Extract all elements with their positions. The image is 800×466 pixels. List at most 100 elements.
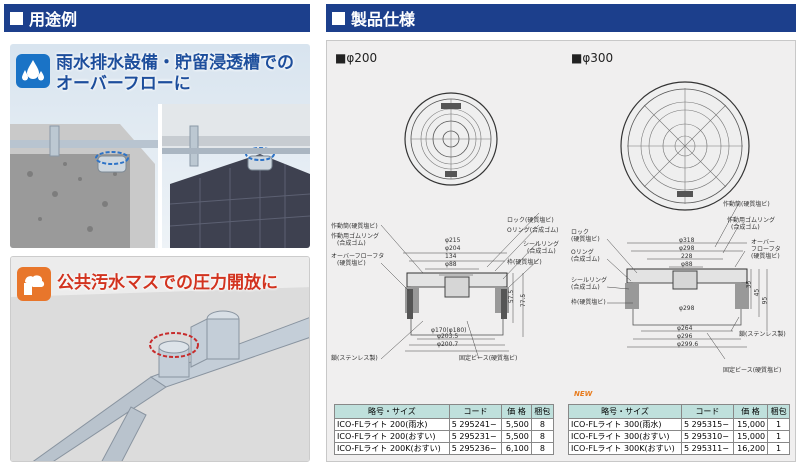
label-oring-300: Oリング (571, 249, 594, 256)
label-overflow-mat-200: (硬質塩ビ) (337, 260, 366, 267)
dim-h45: 45 (753, 288, 761, 297)
dim-228: 228 (681, 253, 693, 260)
cell-code: 5 295231− (448, 430, 503, 443)
spec-panel: ■φ200 (326, 40, 796, 462)
dim-134: 134 (445, 253, 457, 260)
cell-size: ICO-FLライト 300(雨水) (567, 418, 683, 431)
caption-line-2: オーバーフローに (56, 74, 191, 94)
section-title-spec: 製品仕様 (351, 10, 416, 29)
label-gomu-300: 作動用ゴムリング (727, 217, 776, 224)
caption-line-1: 雨水排水設備・貯留浸透槽での (56, 53, 294, 73)
dim-d88-300: φ88 (681, 261, 693, 268)
dim-d88: φ88 (445, 261, 457, 268)
title-d200: ■φ200 (335, 51, 378, 65)
label-overflow-mat-300: (硬質塩ビ) (751, 253, 780, 260)
label-frame-200: 枠(硬質塩ビ) (507, 259, 542, 266)
cell-price: 5,500 (501, 430, 532, 443)
table-row: ICO-FLライト 300(おすい) 5 295310− 15,000 1 (567, 430, 790, 443)
cell-price: 6,100 (501, 442, 532, 455)
label-lock-mat-300: (硬質塩ビ) (571, 236, 600, 243)
col-header-size: 略号・サイズ (334, 404, 450, 419)
cell-size: ICO-FLライト 200K(おすい) (334, 442, 450, 455)
label-lock-200: ロック(硬質塩ビ) (507, 217, 554, 224)
new-badge: NEW (574, 390, 593, 398)
label-seal-mat-300: (合成ゴム) (571, 284, 600, 291)
cell-code: 5 295236− (448, 442, 503, 455)
dim-d298: φ298 (679, 245, 695, 252)
title-d300: ■φ300 (571, 51, 614, 65)
dim-d170: φ170(φ180) (431, 327, 467, 334)
table-row: ICO-FLライト 300(雨水) 5 295315− 15,000 1 (567, 418, 790, 431)
label-sadoukan-300: 作動筒(硬質塩ビ) (723, 201, 770, 208)
label-frame-300: 枠(硬質塩ビ) (571, 299, 606, 306)
col-header-price: 価 格 (501, 404, 532, 419)
label-kotei-200: 固定ビース(硬質塩ビ) (459, 355, 518, 362)
label-seal-300: シールリング (571, 277, 608, 284)
cell-size: ICO-FLライト 200(おすい) (334, 430, 450, 443)
cell-size: ICO-FLライト 200(雨水) (334, 418, 450, 431)
label-overflow2-300: フローフタ (751, 246, 781, 253)
table-row: ICO-FLライト 200(おすい) 5 295231− 5,500 8 (334, 430, 555, 443)
col-header-pack: 梱包 (530, 404, 555, 419)
cell-price: 16,200 (732, 442, 769, 455)
section-title-usage: 用途例 (29, 10, 78, 29)
dim-d215: φ215 (445, 237, 461, 244)
water-drops-icon (16, 54, 50, 88)
cell-pack: 8 (530, 442, 555, 455)
pressure-release-icon (17, 267, 51, 301)
spec-table-200: 略号・サイズ コード 価 格 梱包 ICO-FLライト 200(雨水) 5 29… (334, 404, 555, 455)
label-seal-mat-200: (合成ゴム) (527, 248, 556, 255)
cell-size: ICO-FLライト 300(おすい) (567, 430, 683, 443)
label-gosei-300: (合成ゴム) (731, 224, 760, 231)
dim-d2996: φ299.6 (677, 341, 699, 348)
rainwater-illustration (10, 104, 310, 248)
label-overflow-200: オーバーフローフタ (331, 253, 385, 260)
spec-drawings (380, 81, 768, 360)
col-header-code: コード (681, 404, 734, 419)
usage-panel-sewage: 公共汚水マスでの圧力開放に (10, 256, 310, 462)
usage-panel-rainwater: 雨水排水設備・貯留浸透槽での オーバーフローに (10, 44, 310, 248)
dim-d204: φ204 (445, 245, 461, 252)
dim-d296: φ296 (677, 333, 693, 340)
cell-pack: 8 (530, 430, 555, 443)
col-header-size: 略号・サイズ (567, 404, 683, 419)
usage-caption-rainwater: 雨水排水設備・貯留浸透槽での オーバーフローに (56, 53, 294, 95)
dim-d2007: φ200.7 (437, 341, 459, 348)
usage-caption-sewage: 公共汚水マスでの圧力開放に (57, 273, 278, 293)
cell-code: 5 295241− (448, 418, 503, 431)
square-bullet-icon (332, 11, 345, 25)
label-chain-300: 鎖(ステンレス製) (739, 331, 786, 338)
label-lock-300: ロック (571, 229, 590, 236)
section-header-usage: 用途例 (4, 4, 310, 32)
label-oring-200: Oリング(合成ゴム) (507, 227, 559, 234)
cell-size: ICO-FLライト 300K(おすい) (567, 442, 683, 455)
spec-table-300: 略号・サイズ コード 価 格 梱包 ICO-FLライト 300(雨水) 5 29… (567, 404, 790, 455)
col-header-pack: 梱包 (767, 404, 790, 419)
dim-d264: φ264 (677, 325, 693, 332)
dim-d2035: φ203.5 (437, 333, 459, 340)
cell-pack: 1 (767, 442, 790, 455)
square-bullet-icon (10, 11, 23, 25)
dim-h95: 95 (761, 296, 769, 305)
table-row: ICO-FLライト 300K(おすい) 5 295311− 16,200 1 (567, 442, 790, 455)
cell-price: 15,000 (732, 418, 769, 431)
label-chain-200: 鎖(ステンレス製) (331, 355, 378, 362)
cell-pack: 8 (530, 418, 555, 431)
cell-code: 5 295315− (681, 418, 734, 431)
cell-pack: 1 (767, 430, 790, 443)
dim-h575: 57.5 (508, 289, 516, 304)
label-sadoukan-200: 作動筒(硬質塩ビ) (331, 223, 378, 230)
dim-d318: φ318 (679, 237, 695, 244)
sewage-illustration (11, 257, 309, 461)
label-gosei-200: (合成ゴム) (337, 240, 366, 247)
section-header-spec: 製品仕様 (326, 4, 796, 32)
cell-price: 15,000 (732, 430, 769, 443)
table-row: ICO-FLライト 200K(おすい) 5 295236− 6,100 8 (334, 442, 555, 455)
cell-code: 5 295310− (681, 430, 734, 443)
dim-h35: 35 (745, 280, 753, 289)
label-gomu-200: 作動用ゴムリング (331, 233, 380, 240)
dim-d298b: φ298 (679, 305, 695, 312)
label-kotei-300: 固定ビース(硬質塩ビ) (723, 367, 782, 374)
label-oring-mat-300: (合成ゴム) (571, 256, 600, 263)
label-overflow-300: オーバー (751, 239, 775, 246)
